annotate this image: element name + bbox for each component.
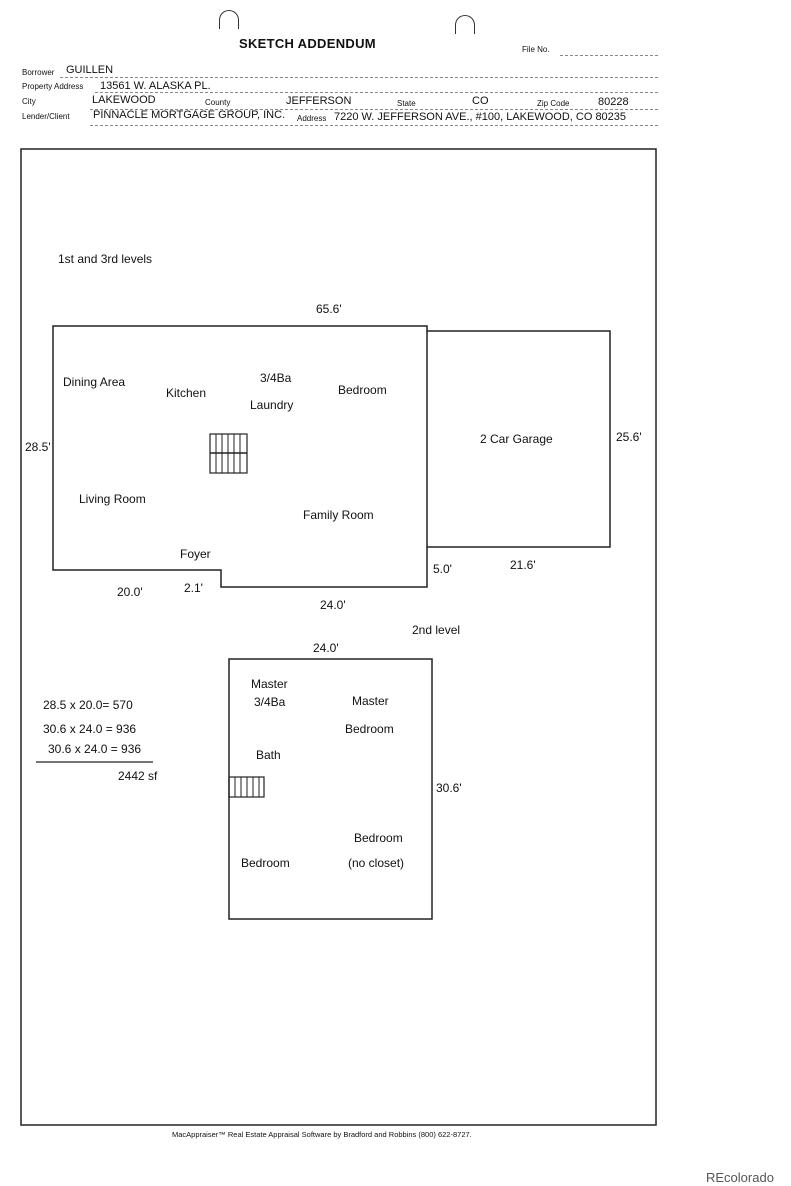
room-label: 3/4Ba: [260, 371, 292, 385]
room-label: 2 Car Garage: [480, 432, 553, 446]
level-1-title: 1st and 3rd levels: [58, 252, 153, 266]
room-label: Bedroom: [241, 856, 290, 870]
room-label: (no closet): [348, 856, 405, 870]
dimension-label: 65.6': [316, 302, 342, 316]
room-label: Bedroom: [338, 383, 387, 397]
state-value: CO: [472, 95, 489, 107]
lender-value: PINNACLE MORTGAGE GROUP, INC.: [93, 109, 286, 121]
room-label: Dining Area: [63, 375, 126, 389]
stairs-icon: [228, 776, 265, 798]
room-label: Laundry: [250, 398, 294, 412]
dimension-label: 24.0': [320, 598, 346, 612]
room-label: 3/4Ba: [254, 695, 286, 709]
watermark: REcolorado: [706, 1170, 774, 1185]
dimension-label: 21.6': [510, 558, 536, 572]
binder-hole-icon: [455, 15, 475, 34]
footer-software: MacAppraiser™ Real Estate Appraisal Soft…: [172, 1130, 472, 1139]
level-2-title: 2nd level: [412, 623, 461, 637]
room-label: Bedroom: [354, 831, 403, 845]
divider: [90, 109, 658, 110]
stairs-icon: [209, 433, 248, 474]
dimension-label: 20.0': [117, 585, 143, 599]
divider: [60, 77, 658, 78]
property-value: 13561 W. ALASKA PL.: [100, 80, 211, 92]
page-title: SKETCH ADDENDUM: [239, 36, 376, 51]
file-no-label: File No.: [522, 45, 550, 54]
area-total: 2442 sf: [118, 769, 158, 783]
dimension-label: 28.5': [25, 440, 51, 454]
room-label: Foyer: [180, 547, 211, 561]
city-value: LAKEWOOD: [92, 94, 156, 106]
garage-outline: [427, 330, 611, 548]
dimension-label: 30.6': [436, 781, 462, 795]
lender-label: Lender/Client: [22, 112, 70, 121]
sketch-frame: [20, 148, 657, 1126]
borrower-value: GUILLEN: [66, 64, 114, 76]
lender-address-value: 7220 W. JEFFERSON AVE., #100, LAKEWOOD, …: [334, 111, 627, 123]
room-label: Family Room: [303, 508, 374, 522]
room-label: Bedroom: [345, 722, 394, 736]
main-level-outline: [52, 325, 428, 588]
city-label: City: [22, 97, 36, 106]
county-value: JEFFERSON: [286, 95, 352, 107]
borrower-label: Borrower: [22, 68, 55, 77]
property-label: Property Address: [22, 82, 84, 91]
room-label: Master: [352, 694, 389, 708]
room-label: Living Room: [79, 492, 146, 506]
address-label: Address: [297, 114, 327, 123]
divider: [95, 92, 658, 93]
divider: [560, 55, 658, 56]
area-calc-line: 28.5 x 20.0= 570: [43, 698, 133, 712]
dimension-label: 25.6': [616, 430, 642, 444]
dimension-label: 24.0': [313, 641, 339, 655]
zip-value: 80228: [598, 96, 629, 108]
divider: [90, 125, 658, 126]
area-calc-line: 30.6 x 24.0 = 936: [48, 742, 142, 756]
county-label: County: [205, 98, 231, 107]
area-calc-line: 30.6 x 24.0 = 936: [43, 722, 137, 736]
dimension-label: 5.0': [433, 562, 452, 576]
binder-hole-icon: [219, 10, 239, 29]
room-label: Bath: [256, 748, 281, 762]
zip-label: Zip Code: [537, 99, 570, 108]
dimension-label: 2.1': [184, 581, 203, 595]
room-label: Master: [251, 677, 288, 691]
room-label: Kitchen: [166, 386, 207, 400]
state-label: State: [397, 99, 416, 108]
